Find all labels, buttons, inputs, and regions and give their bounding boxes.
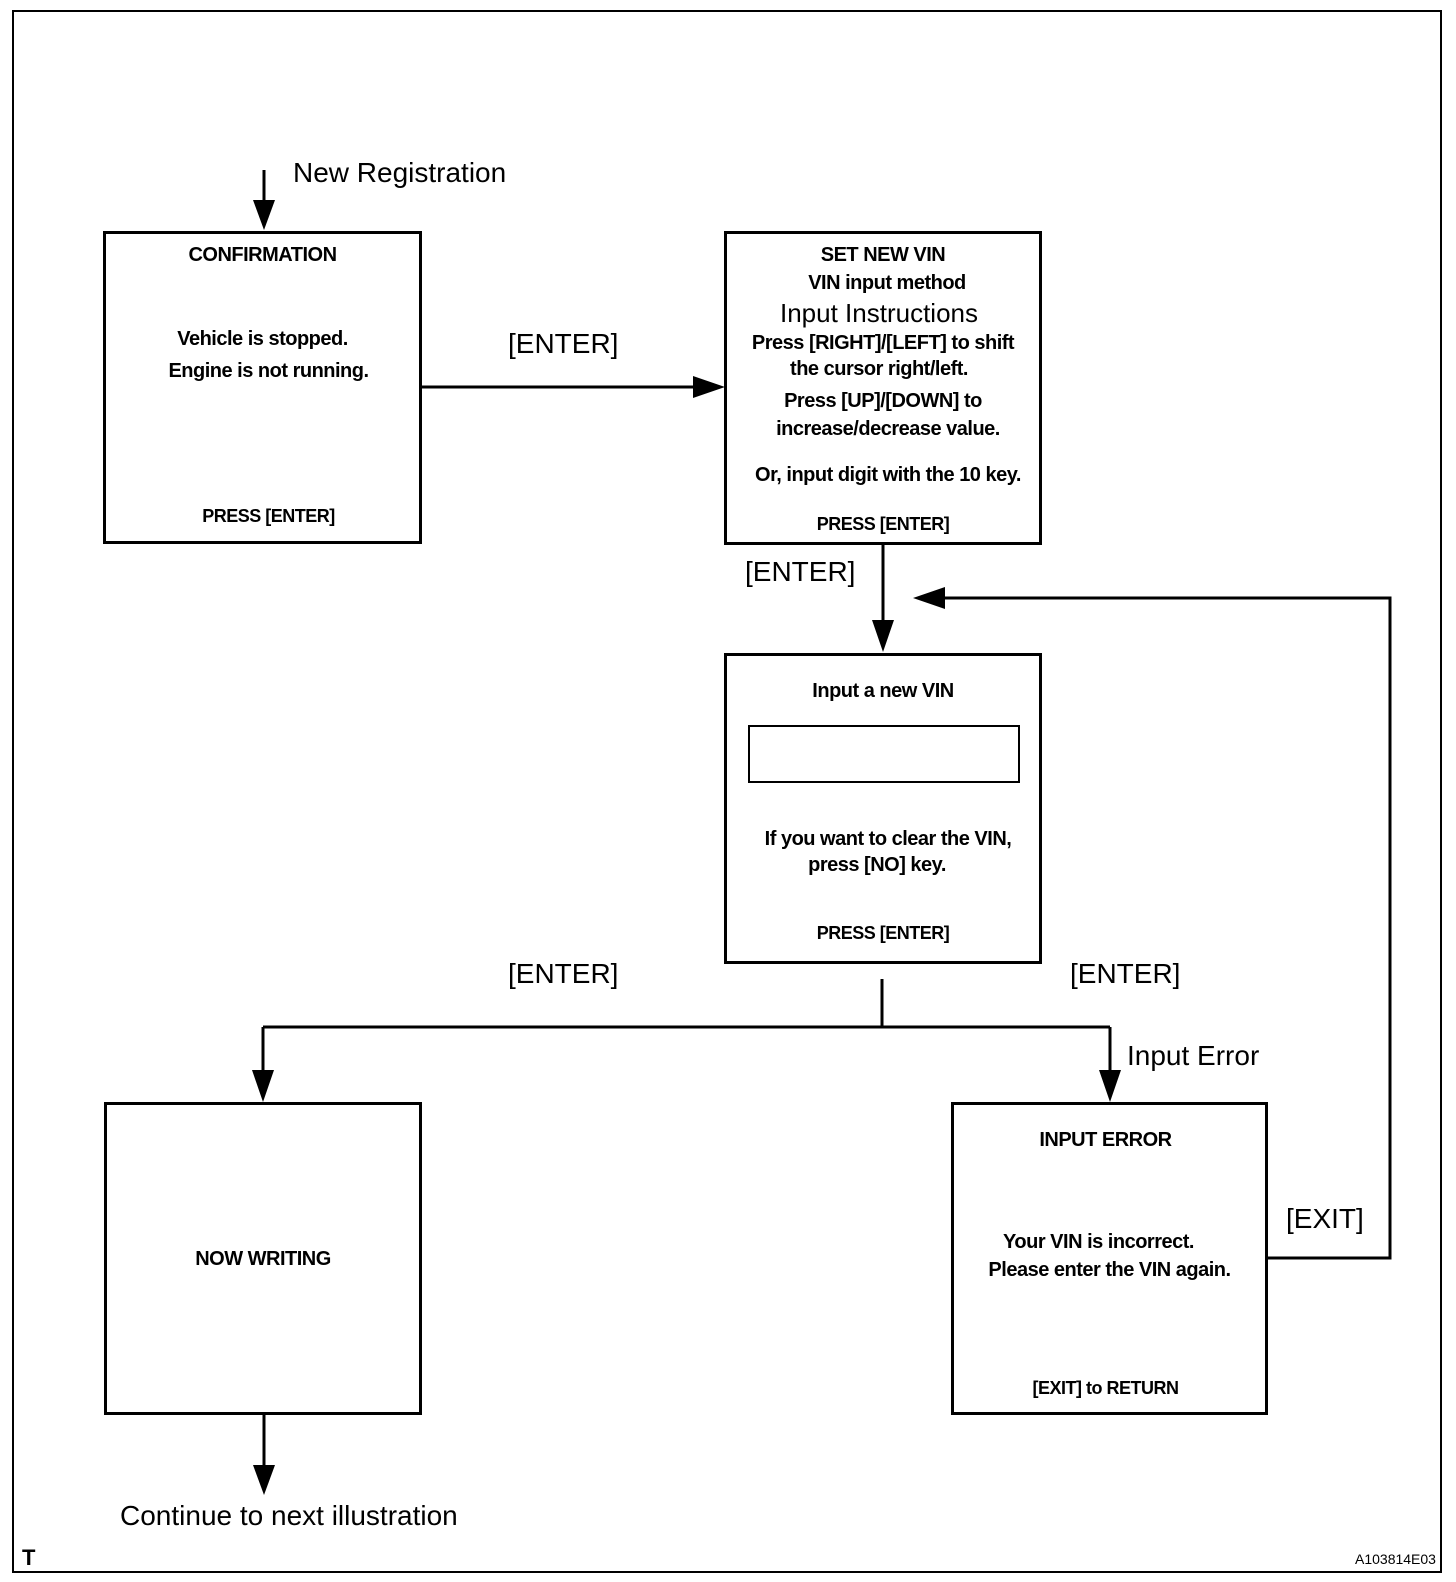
edge-label-input-to-writing: [ENTER] (508, 958, 619, 989)
error-return-arrowhead (913, 587, 945, 609)
input-error-line-2: Please enter the VIN again. (988, 1259, 1231, 1281)
continue-label: Continue to next illustration (120, 1500, 458, 1531)
confirmation-line-1: Vehicle is stopped. (177, 328, 348, 350)
confirm-to-setvin-arrowhead (693, 376, 725, 398)
instruction-line-5: Or, input digit with the 10 key. (755, 464, 1021, 486)
split-to-error-arrowhead (1099, 1070, 1121, 1102)
figure-id: A103814E03 (1355, 1551, 1436, 1567)
set-new-vin-footer: PRESS [ENTER] (816, 514, 950, 534)
edge-label-setvin-to-input: [ENTER] (745, 556, 856, 587)
instruction-line-2: the cursor right/left. (790, 358, 968, 380)
entry-arrowhead (253, 200, 275, 230)
split-to-writing-arrowhead (252, 1070, 274, 1102)
input-error-line-1: Your VIN is incorrect. (1003, 1231, 1194, 1253)
exit-arrowhead (253, 1465, 275, 1495)
instruction-line-1: Press [RIGHT]/[LEFT] to shift (751, 332, 1015, 354)
edge-label-confirm-to-setvin: [ENTER] (508, 328, 619, 359)
setvin-to-input-arrowhead (872, 620, 894, 652)
edge-label-input-error: Input Error (1127, 1040, 1260, 1071)
corner-mark: T (22, 1545, 36, 1570)
edge-label-exit: [EXIT] (1286, 1203, 1364, 1234)
confirmation-footer: PRESS [ENTER] (202, 506, 335, 526)
set-new-vin-screen (724, 231, 1042, 545)
set-new-vin-subtitle: VIN input method (808, 272, 966, 294)
confirmation-title: CONFIRMATION (188, 244, 337, 266)
error-return-loop (935, 596, 1392, 1260)
figure-frame (12, 10, 1442, 1573)
input-vin-line-1: If you want to clear the VIN, (764, 828, 1012, 850)
now-writing-screen (104, 1102, 422, 1415)
input-vin-footer: PRESS [ENTER] (816, 923, 950, 943)
confirmation-screen (103, 231, 422, 544)
now-writing-title: NOW WRITING (195, 1248, 331, 1270)
instruction-line-3: Press [UP]/[DOWN] to (784, 390, 982, 412)
confirmation-line-2: Engine is not running. (168, 360, 369, 382)
input-new-vin-title: Input a new VIN (812, 680, 954, 702)
input-instructions-heading: Input Instructions (780, 298, 978, 328)
instruction-line-4: increase/decrease value. (776, 418, 1000, 440)
input-new-vin-screen (724, 653, 1042, 964)
set-new-vin-title: SET NEW VIN (820, 244, 946, 266)
input-vin-line-2: press [NO] key. (808, 854, 946, 876)
input-error-title: INPUT ERROR (1039, 1129, 1172, 1151)
input-error-footer: [EXIT] to RETURN (1032, 1378, 1179, 1398)
entry-label: New Registration (293, 157, 507, 188)
input-error-screen (951, 1102, 1268, 1415)
edge-label-input-to-error: [ENTER] (1070, 958, 1181, 989)
vin-input-field[interactable] (748, 725, 1020, 783)
